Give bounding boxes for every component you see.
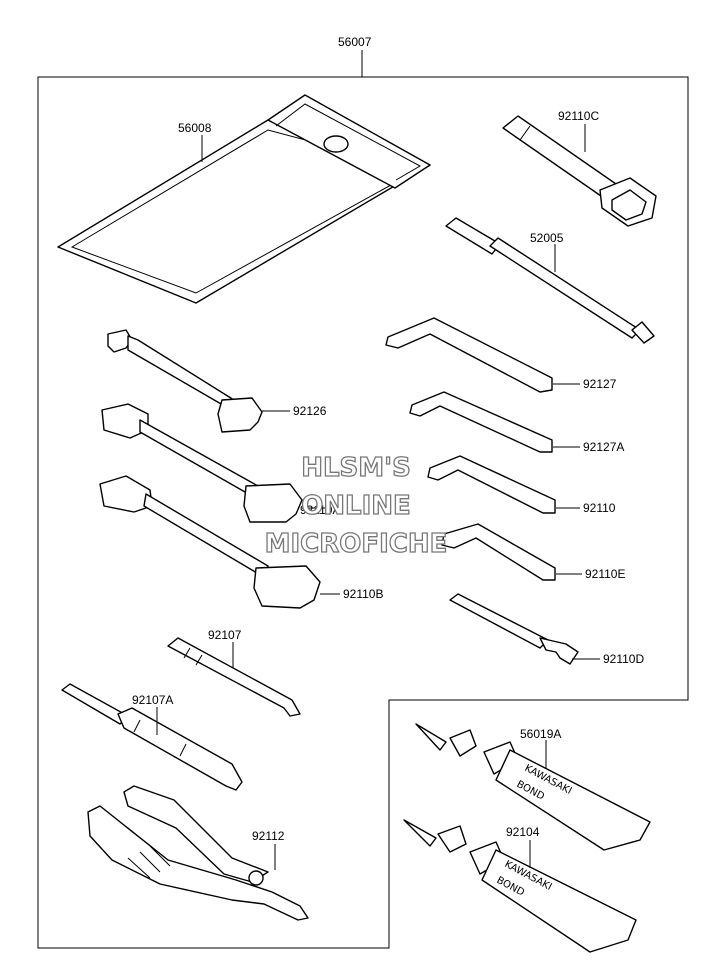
screwdriver	[61, 683, 243, 791]
label-handle-bar: 52005	[530, 231, 564, 245]
label-bond-92104: 92104	[506, 825, 540, 839]
tool-pouch	[57, 94, 431, 304]
handle-bar	[445, 217, 655, 344]
watermark-line1: HLSM'S	[301, 453, 411, 483]
hex-key-92110e	[441, 523, 556, 581]
label-small-wrench: 92110D	[603, 652, 644, 666]
label-hex-key-92110: 92110	[583, 501, 616, 515]
small-wrench	[449, 593, 579, 665]
open-end-wrench-medium	[101, 403, 303, 523]
kit-frame	[37, 76, 689, 949]
label-hex-key-92127a: 92127A	[583, 440, 624, 454]
bond-tube-56019a: KAWASAKI BOND	[415, 723, 651, 851]
hex-key-92127a	[409, 391, 553, 453]
label-pliers: 92112	[252, 829, 285, 843]
label-wrench-92126: 92126	[293, 404, 327, 418]
screwdriver-bit	[167, 637, 301, 717]
label-hex-key-92110e: 92110E	[585, 567, 625, 581]
label-pouch: 56008	[178, 121, 212, 135]
label-kit: 56007	[338, 35, 372, 49]
watermark-line3: MICROFICHE	[265, 529, 448, 559]
open-end-wrench-small	[107, 329, 263, 433]
label-hex-key-92127: 92127	[583, 377, 617, 391]
box-wrench	[502, 115, 657, 227]
hex-key-92127	[385, 317, 553, 393]
watermark-line2: ONLINE	[301, 491, 411, 521]
label-box-wrench: 92110C	[558, 109, 599, 123]
label-wrench-92110b: 92110B	[343, 587, 383, 601]
pliers	[87, 785, 309, 921]
label-screwdriver: 92107A	[132, 693, 173, 707]
label-wrench-92110a: 92110A	[300, 503, 340, 517]
open-end-wrench-large	[99, 475, 321, 609]
hex-key-92110	[427, 455, 556, 514]
label-bond-56019a: 56019A	[520, 727, 561, 741]
bond-tube-92104: KAWASAKI BOND	[403, 819, 637, 953]
label-screwdriver-bit: 92107	[208, 628, 242, 642]
